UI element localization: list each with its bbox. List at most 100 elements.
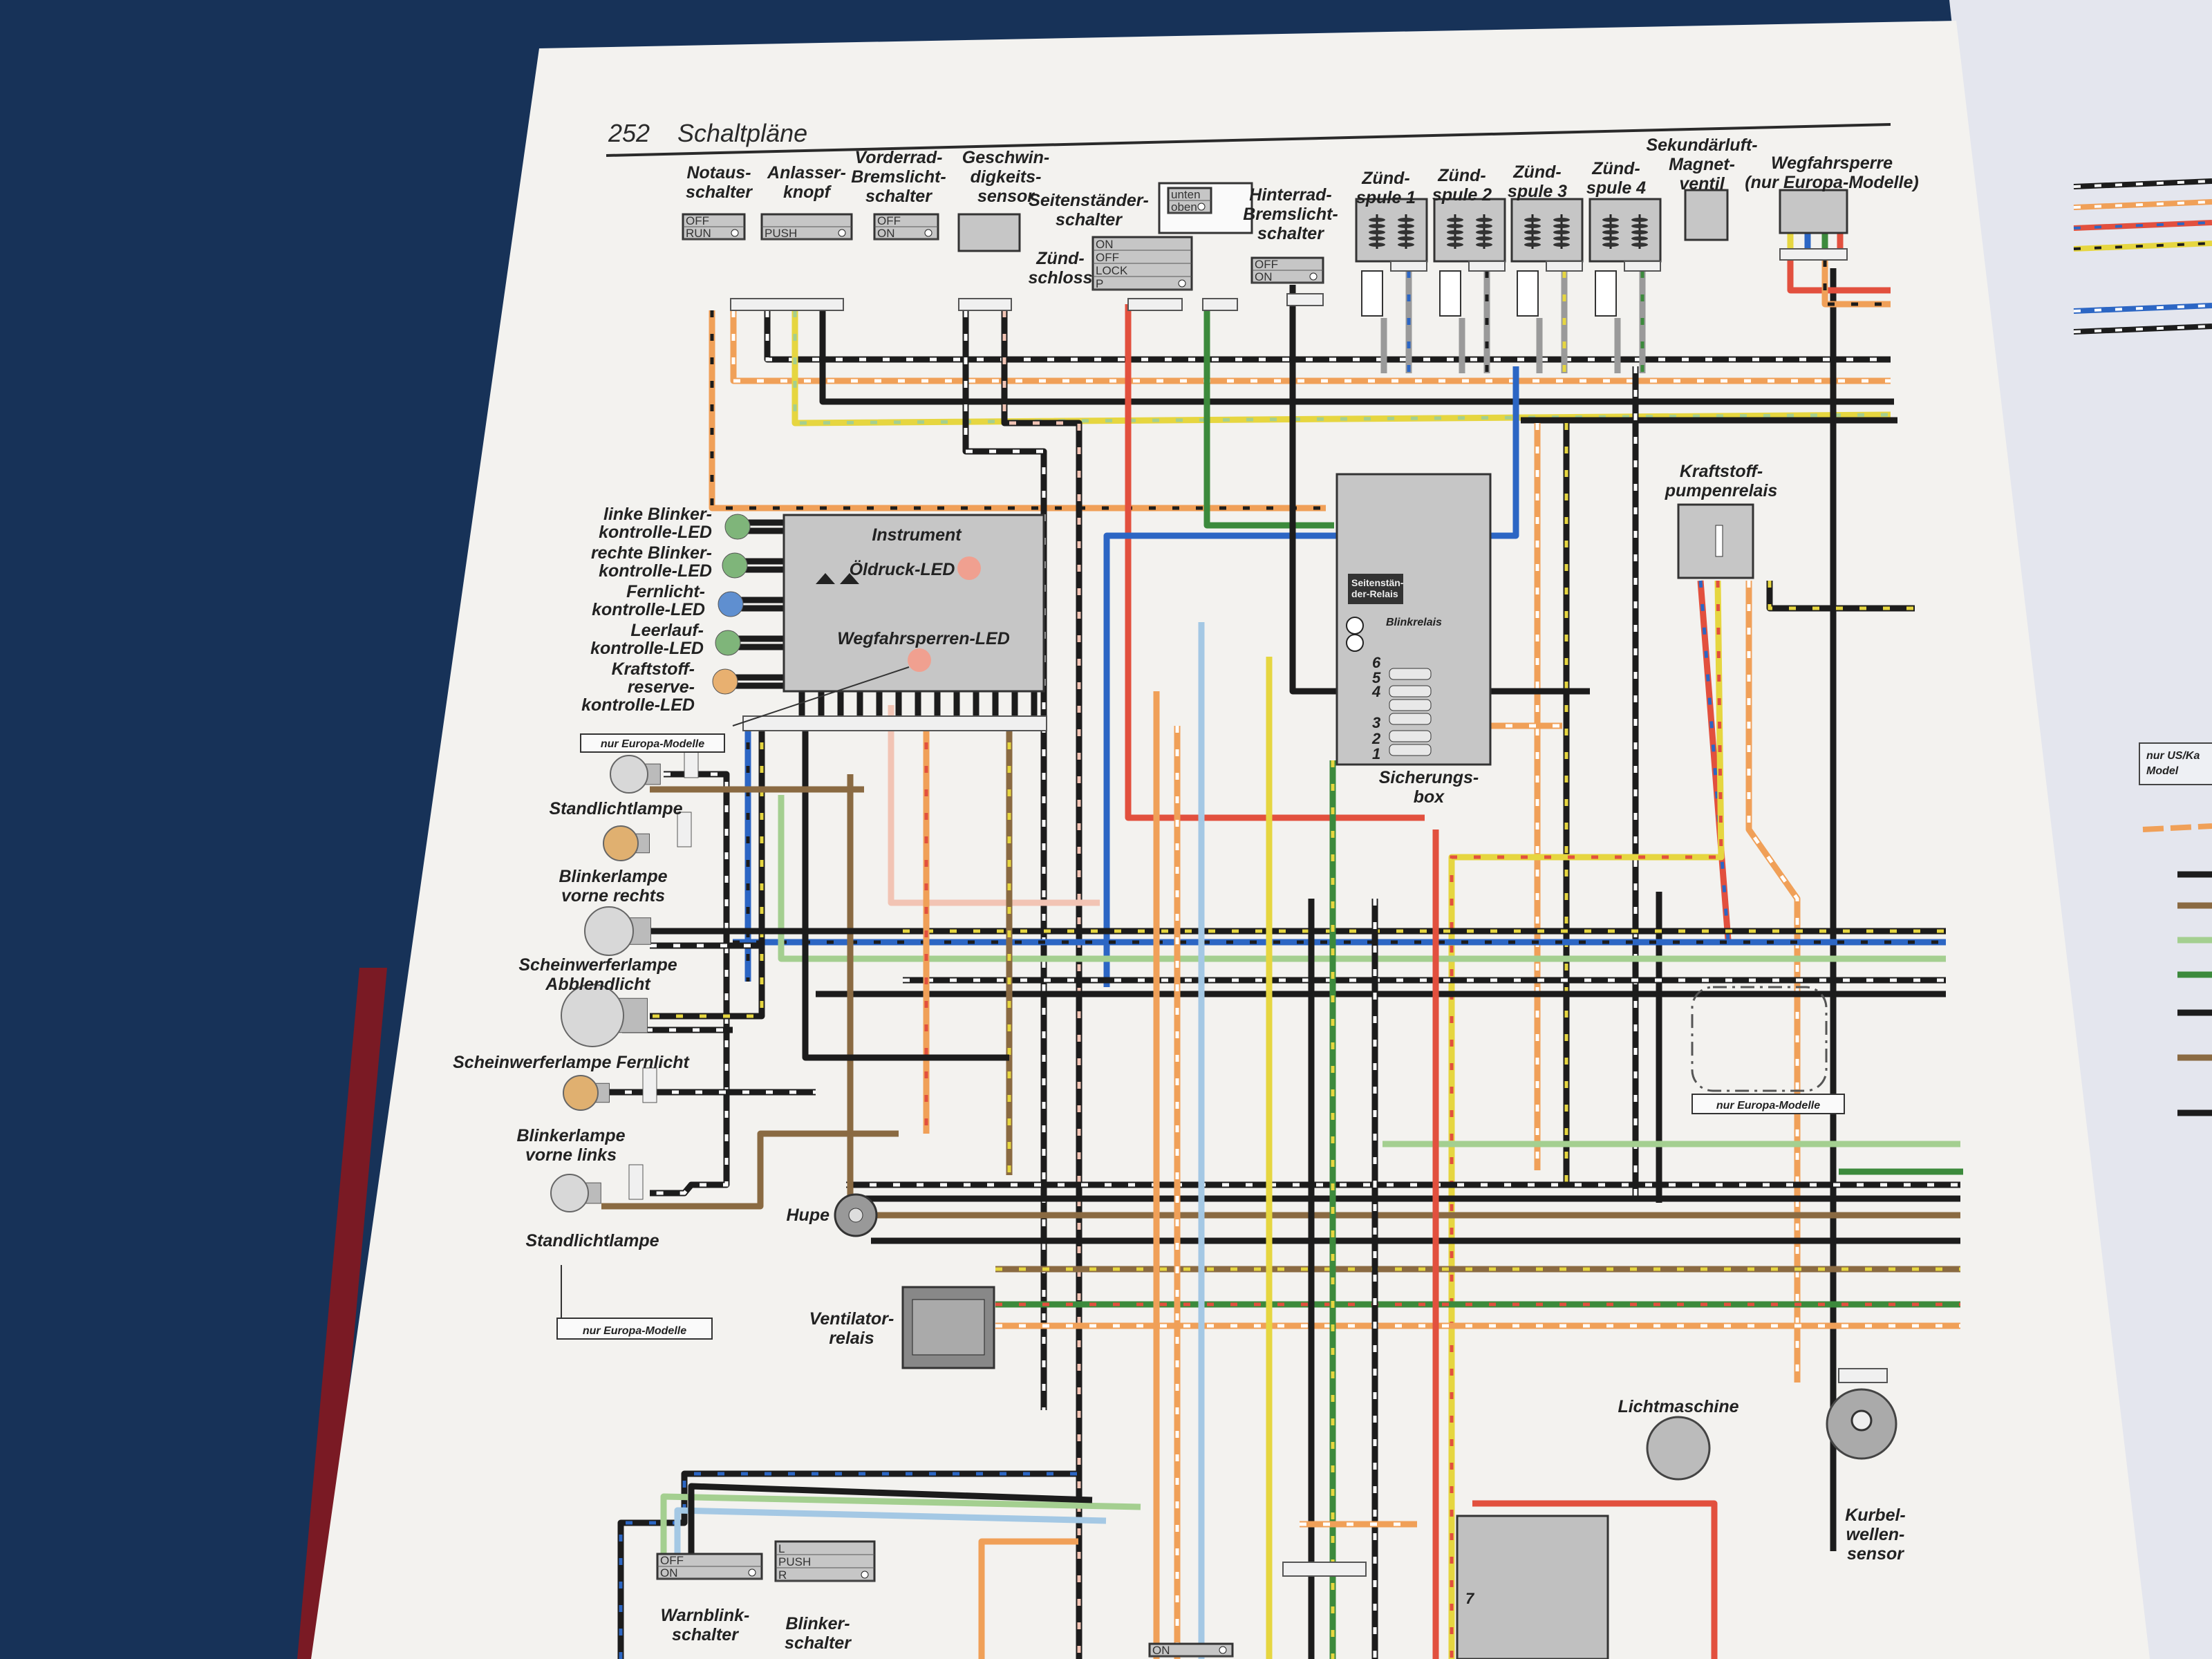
right-page-note: nur US/Ka — [2146, 750, 2200, 762]
coil-turn — [1369, 236, 1385, 241]
alternator-icon — [1646, 1416, 1711, 1481]
connector — [1838, 1368, 1888, 1383]
right-page-note: Model — [2146, 765, 2179, 777]
wire-black — [802, 719, 1009, 1061]
switch-contact-icon — [1178, 279, 1186, 288]
label-geschw: sensor — [977, 187, 1035, 206]
lamp-bulb-icon — [563, 1075, 599, 1111]
coil-turn — [1369, 224, 1385, 228]
note-box — [556, 1318, 713, 1340]
switch-position-label: R — [778, 1568, 787, 1582]
switch-contact-icon — [1197, 203, 1206, 211]
label-wegfahr: Wegfahrsperre — [1771, 153, 1893, 173]
note-europe-models: nur Europa-Modelle — [583, 1325, 686, 1337]
wire-orange — [978, 1538, 1078, 1659]
coil-turn — [1553, 224, 1570, 228]
coil-turn — [1602, 243, 1619, 247]
coil-turn — [1524, 243, 1541, 247]
label-wegfahr_led: Wegfahrsperren-LED — [837, 629, 1010, 648]
switch-position-label: RUN — [686, 227, 711, 240]
label-spule2: spule 2 — [1432, 185, 1492, 205]
book-red-edge — [297, 968, 387, 1659]
coil-turn — [1524, 230, 1541, 234]
oil-pressure-led-icon — [957, 556, 981, 580]
label-warnblink: schalter — [672, 1625, 739, 1644]
label-vorderrad: Vorderrad- — [855, 148, 943, 167]
wire-light_blue — [674, 1507, 1107, 1554]
label-led_fern: kontrolle-LED — [592, 600, 705, 619]
label-hinterrad: schalter — [1257, 224, 1324, 243]
wire-stripe — [765, 310, 1891, 362]
wire-stripe — [650, 719, 764, 1018]
note-box — [1691, 1094, 1845, 1114]
label-spule3: spule 3 — [1508, 182, 1567, 201]
label-led_kraft: Kraftstoff- — [612, 659, 695, 679]
note-europe-models: nur Europa-Modelle — [601, 738, 704, 750]
wire-orange — [1821, 260, 1891, 308]
coil-turn — [1602, 218, 1619, 222]
coil-turn — [1476, 224, 1492, 228]
connector — [1127, 298, 1183, 311]
connector — [1202, 298, 1238, 311]
minus-terminal-icon — [1346, 617, 1364, 635]
page-title: Schaltpläne — [677, 119, 807, 147]
coil-turn — [1447, 218, 1463, 222]
fuse-number: 3 — [1372, 714, 1380, 731]
coil-turn — [1476, 218, 1492, 222]
switch-blinkersch — [774, 1540, 876, 1582]
switch-position-label: oben — [1171, 200, 1197, 214]
switch-position-label: ON — [660, 1566, 678, 1580]
connector — [1546, 261, 1583, 272]
coil-turn — [1447, 236, 1463, 241]
right-page-note-box — [2139, 742, 2212, 785]
coil-turn — [1602, 236, 1619, 241]
legend-wire-stripe — [2073, 304, 2212, 312]
label-fernlicht: Scheinwerferlampe Fernlicht — [453, 1053, 690, 1072]
label-led_rechts: kontrolle-LED — [599, 561, 712, 581]
wire-stripe — [731, 310, 1891, 383]
immobilizer-unit — [1779, 189, 1848, 234]
wire-blue — [1103, 366, 1519, 987]
label-led_kraft: reserve- — [628, 677, 695, 697]
label-spule4: Zünd- — [1591, 159, 1640, 178]
connector — [742, 715, 1047, 731]
label-ventilator: relais — [829, 1329, 874, 1348]
wire-light_green — [778, 795, 1946, 962]
label-vorderrad: schalter — [865, 187, 932, 206]
wire-yellow — [1448, 580, 1725, 1659]
wire-red — [1697, 580, 1732, 941]
connector — [1624, 261, 1661, 272]
label-spule1: Zünd- — [1361, 169, 1409, 188]
coil-turn — [1398, 243, 1414, 247]
coil-turn — [1553, 230, 1570, 234]
connector — [1779, 248, 1848, 261]
connector — [730, 298, 844, 311]
label-hupe: Hupe — [787, 1206, 830, 1225]
label-hinterrad: Bremslicht- — [1243, 205, 1338, 224]
label-led_rechts: rechte Blinker- — [591, 543, 712, 563]
speed-sensor-body — [957, 213, 1021, 252]
switch-contact-icon — [1309, 272, 1318, 281]
label-led_links: kontrolle-LED — [599, 523, 712, 542]
wires — [601, 233, 1963, 1659]
spark-plug-icon — [1361, 270, 1383, 317]
indicator-led-icon — [715, 630, 741, 656]
connector — [642, 1067, 657, 1103]
spark-plug-icon — [1595, 270, 1617, 317]
label-spule2: Zünd- — [1437, 166, 1485, 185]
immobilizer-led-icon — [908, 648, 931, 672]
spark-plug-icon — [1517, 270, 1539, 317]
coil-turn — [1631, 224, 1648, 228]
fan-relay-contacts-icon — [912, 1299, 985, 1356]
wire-black — [819, 310, 1894, 405]
coil-turn — [1398, 218, 1414, 222]
coil-turn — [1553, 243, 1570, 247]
label-oeldruck: Öldruck-LED — [850, 559, 955, 579]
switch-contact-icon — [861, 1571, 869, 1579]
connector — [1282, 1562, 1367, 1577]
left-page — [311, 21, 2150, 1659]
label-geschw: digkeits- — [971, 167, 1042, 187]
switch-position-label: ON — [1255, 270, 1273, 283]
switch-position-label: OFF — [877, 214, 901, 227]
